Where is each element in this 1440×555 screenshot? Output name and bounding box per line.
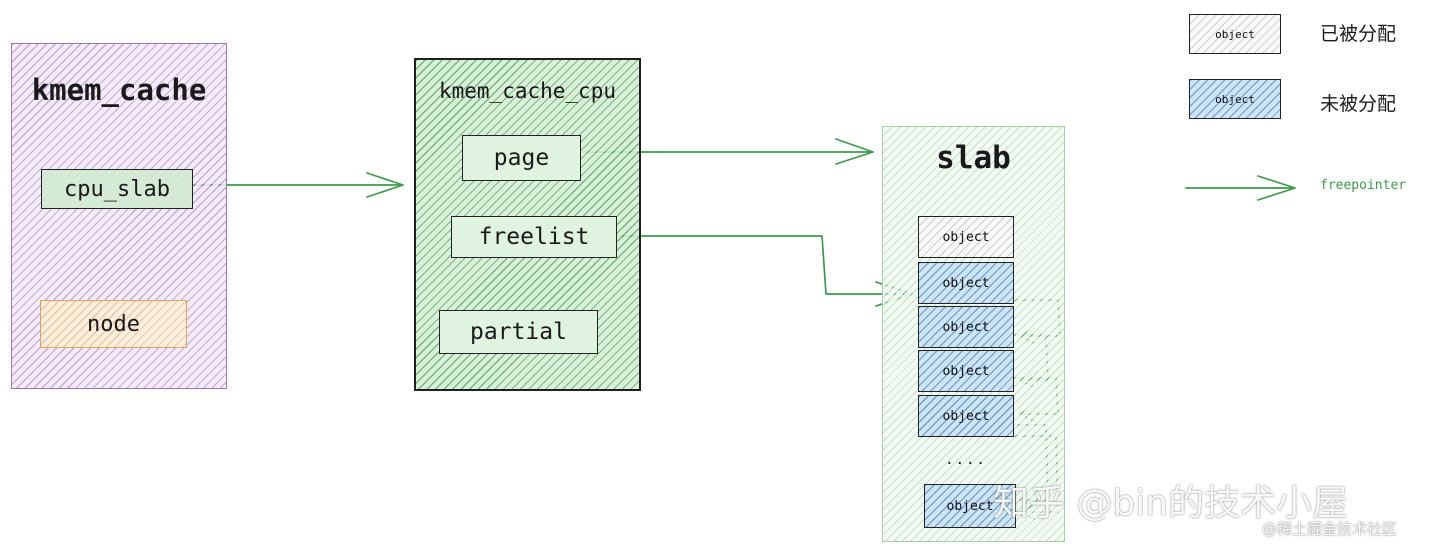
- kmem-cache-title: kmem_cache: [31, 73, 207, 107]
- partial-field: partial: [439, 310, 598, 354]
- arrow-freelist: [617, 235, 911, 295]
- cpu-slab-field: cpu_slab: [41, 169, 193, 209]
- watermark-sub: @稀土掘金技术社区: [1262, 520, 1398, 538]
- slab-ellipsis: ....: [945, 452, 987, 468]
- node-field: node: [40, 300, 187, 348]
- legend-unallocated-label: 未被分配: [1320, 93, 1397, 115]
- page-field: page: [462, 135, 581, 181]
- slab-object-free: object: [918, 262, 1014, 304]
- legend-freepointer-label: freepointer: [1320, 178, 1407, 193]
- arrow-cpu-slab-head: [366, 172, 404, 198]
- slab-object-free: object: [918, 306, 1014, 348]
- slab-object-free: object: [918, 395, 1014, 437]
- legend-allocated-label: 已被分配: [1320, 23, 1397, 45]
- slab-object-free: object: [924, 484, 1016, 528]
- legend-unallocated-swatch: object: [1189, 79, 1281, 119]
- freelist-field: freelist: [451, 216, 617, 258]
- legend-allocated-swatch: object: [1189, 14, 1281, 54]
- slab-object-free: object: [918, 350, 1014, 392]
- slab-title: slab: [936, 140, 1011, 176]
- arrow-page-head: [835, 138, 874, 165]
- kmem-cache-cpu-title: kmem_cache_cpu: [438, 79, 616, 103]
- watermark-main: 知乎 @bin的技术小屋: [993, 483, 1349, 524]
- slab-object-allocated: object: [918, 216, 1014, 258]
